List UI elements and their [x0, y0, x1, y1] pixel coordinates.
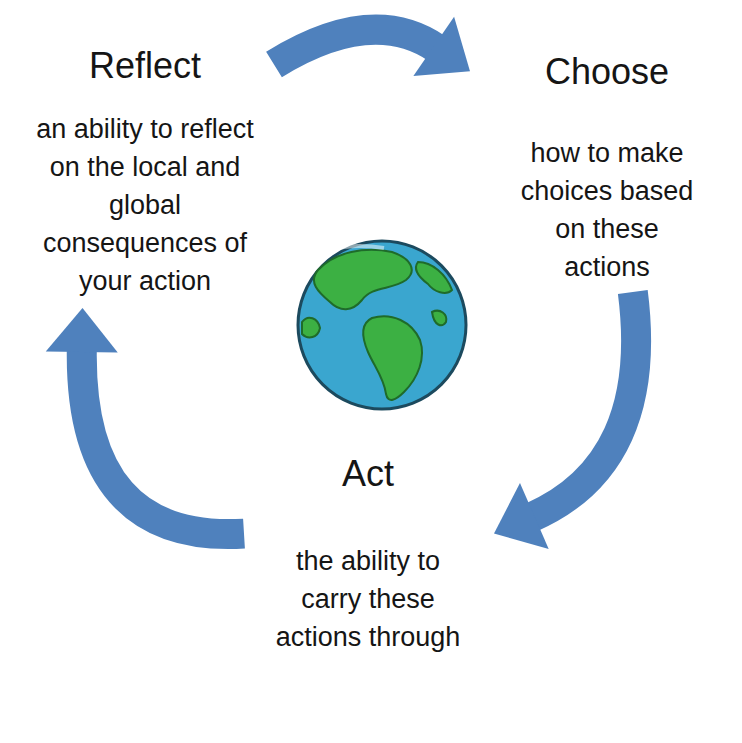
arrow-head — [494, 483, 549, 549]
step-description: an ability to reflect on the local and g… — [34, 110, 256, 300]
globe — [298, 241, 466, 409]
island — [302, 318, 320, 338]
step-heading: Act — [248, 452, 488, 496]
cycle-arrow — [494, 292, 636, 549]
cycle-arrow — [274, 17, 470, 76]
step-heading: Reflect — [20, 44, 270, 88]
continent — [314, 250, 412, 310]
step-description: the ability to carry these actions throu… — [270, 542, 466, 656]
arrow-shaft — [82, 348, 244, 534]
step-description: how to make choices based on these actio… — [512, 134, 702, 286]
cycle-step: Act the ability to carry these actions th… — [248, 452, 488, 656]
cycle-step: Choose how to make choices based on these… — [478, 50, 736, 286]
island — [432, 311, 446, 325]
arrow-head — [413, 17, 470, 76]
cycle-arrow — [46, 308, 244, 534]
continent — [416, 262, 452, 293]
continent — [363, 316, 422, 400]
arrow-shaft — [531, 292, 636, 518]
globe-ocean — [298, 241, 466, 409]
cycle-step: Reflect an ability to reflect on the loca… — [20, 44, 270, 300]
arrow-head — [46, 308, 118, 353]
step-heading: Choose — [478, 50, 736, 94]
globe-shine — [330, 246, 384, 250]
arrow-shaft — [274, 30, 437, 65]
